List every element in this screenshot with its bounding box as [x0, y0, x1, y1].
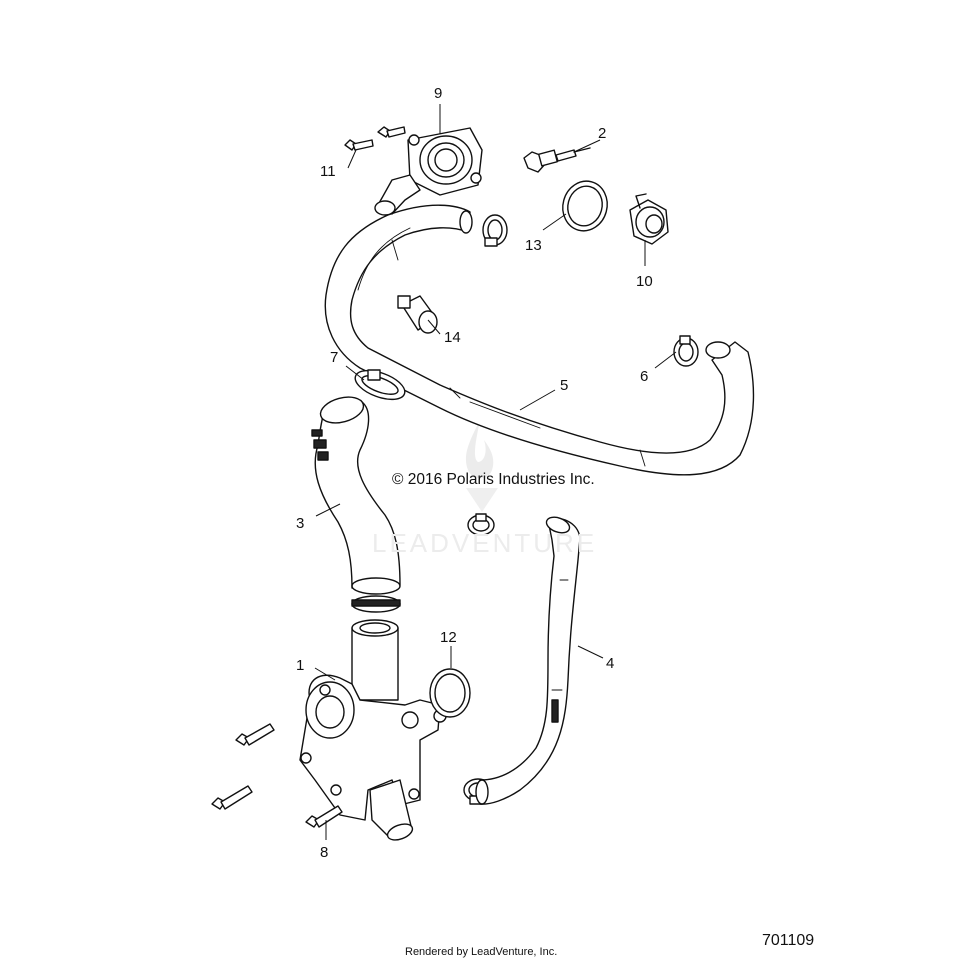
hose-clamp-mid [467, 513, 495, 536]
callout-1: 1 [296, 657, 304, 674]
callout-4: 4 [606, 655, 614, 672]
callout-10: 10 [636, 273, 653, 290]
hose-lower [475, 516, 581, 805]
hose-pump-upper [311, 396, 401, 595]
leader-lines [314, 104, 677, 840]
callout-12: 12 [440, 629, 457, 646]
water-pump [299, 619, 447, 841]
thermostat [629, 193, 669, 245]
callout-14: 14 [444, 329, 461, 346]
hose-clamp-upper [482, 214, 508, 247]
hose-clamp-lower [351, 595, 401, 613]
callout-2: 2 [598, 125, 606, 142]
bolt-11-a [344, 139, 374, 151]
watermark-flame-icon [465, 420, 498, 512]
callout-7: 7 [330, 349, 338, 366]
callout-8: 8 [320, 844, 328, 861]
hose-clamp-6 [673, 335, 699, 367]
callout-13: 13 [525, 237, 542, 254]
copyright-notice: © 2016 Polaris Industries Inc. [392, 471, 595, 488]
thermostat-housing [374, 127, 483, 216]
callout-labels: 9 2 11 13 10 14 6 7 5 3 1 12 4 8 [296, 85, 653, 861]
bolt-8-c [305, 805, 343, 828]
callout-6: 6 [640, 368, 648, 385]
bolt-8-a [235, 723, 275, 746]
hose-clamp-7 [354, 369, 406, 401]
bolt-11-b [377, 126, 406, 138]
figure-number: 701109 [762, 932, 815, 949]
callout-11: 11 [320, 163, 336, 180]
callout-3: 3 [296, 515, 304, 532]
hose-upper-long [324, 204, 755, 476]
watermark-text: LEADVENTURE [372, 528, 598, 558]
bolt-8-b [211, 785, 253, 810]
o-ring-12 [429, 668, 471, 718]
rendered-by-credit: Rendered by LeadVenture, Inc. [405, 946, 558, 958]
temperature-sensor [523, 147, 591, 173]
o-ring-13 [562, 180, 608, 232]
hose-clamp-14 [397, 295, 438, 334]
callout-9: 9 [434, 85, 442, 102]
callout-5: 5 [560, 377, 568, 394]
